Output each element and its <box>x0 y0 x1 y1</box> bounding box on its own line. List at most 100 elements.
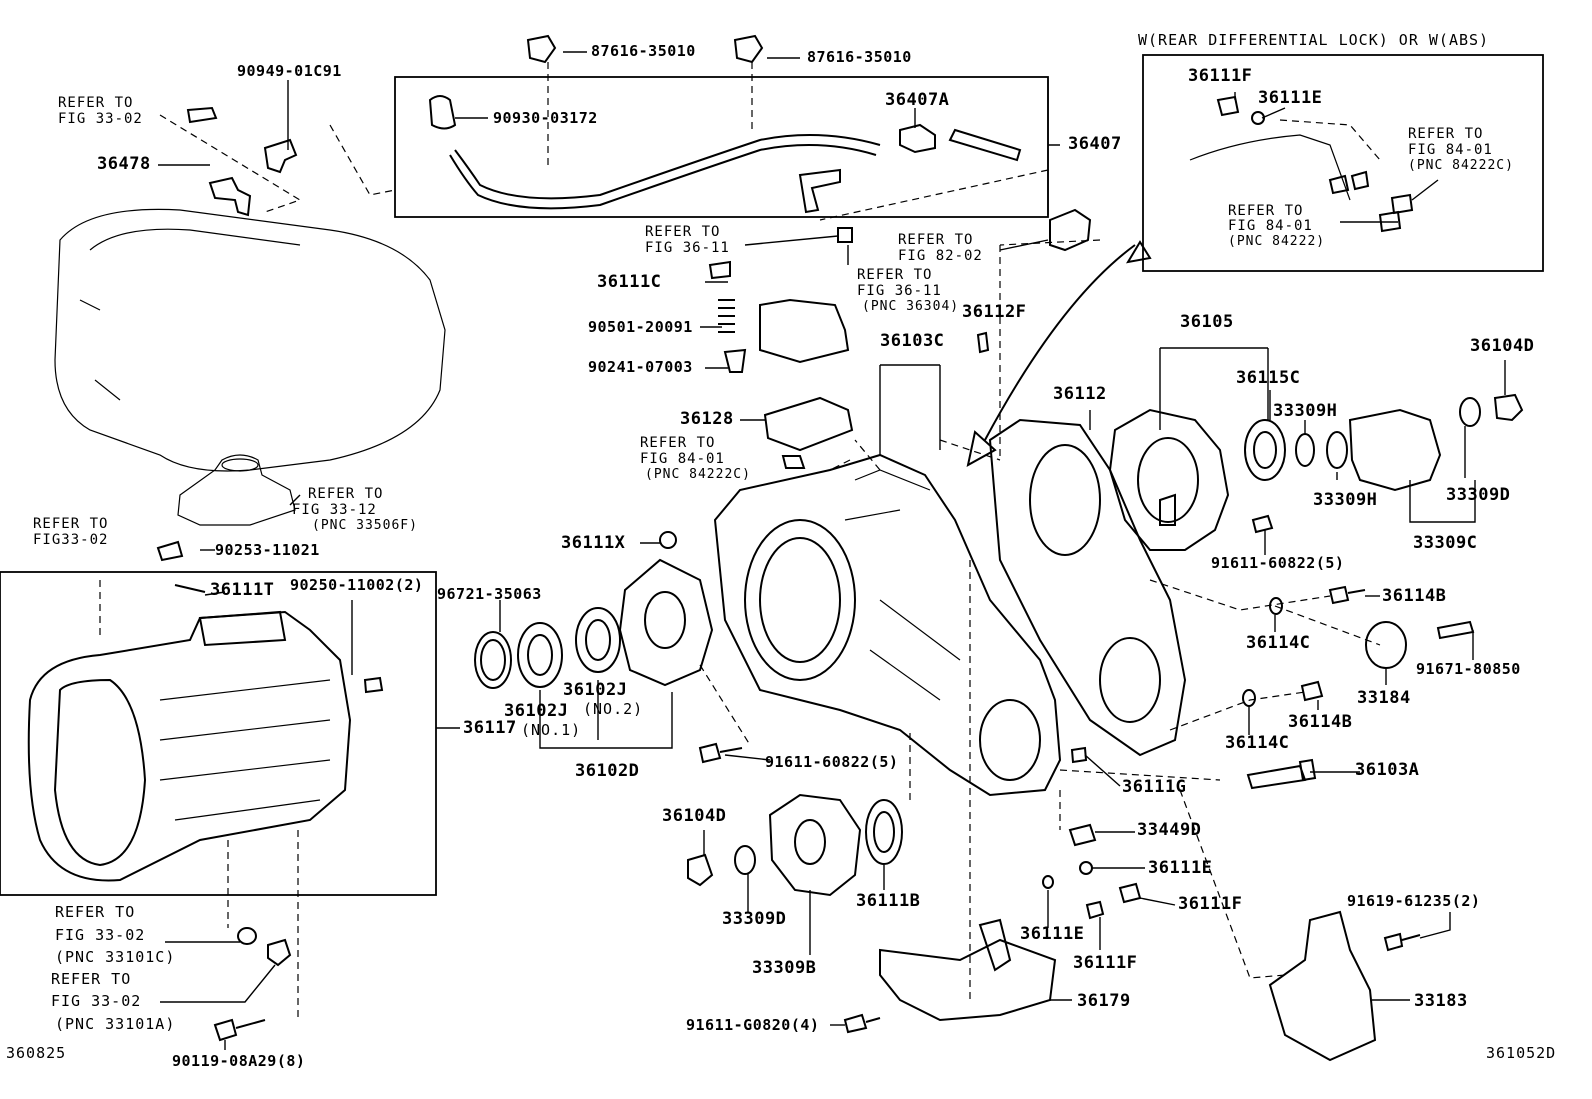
label-87616-b: 87616-35010 <box>807 48 912 66</box>
label-33309D-b: 33309D <box>722 909 787 929</box>
retainer-cover <box>618 558 714 687</box>
flange-33309C <box>1348 408 1442 492</box>
seal-33309H <box>1295 433 1315 467</box>
bolt-36111F-b <box>1085 900 1105 920</box>
inset-refer-1b: FIG 84-01 <box>1408 142 1493 158</box>
inset-label-36111F: 36111F <box>1188 66 1253 86</box>
footer-left-code: 360825 <box>6 1044 67 1062</box>
refer-82-02-1: REFER TO <box>898 232 974 248</box>
refer-84-01-1: REFER TO <box>640 435 716 451</box>
refer-33101C-2: FIG 33-02 <box>55 926 146 944</box>
footer-right-code: 361052D <box>1486 1044 1557 1062</box>
bearing-36115C <box>1244 419 1286 481</box>
label-36111E-b: 36111E <box>1020 924 1085 944</box>
label-36478: 36478 <box>97 154 151 174</box>
extension-housing-36117 <box>27 584 384 882</box>
label-36111X: 36111X <box>561 533 626 553</box>
refer-33-02-b1: REFER TO <box>33 516 109 532</box>
bolt-36103A <box>1246 758 1317 790</box>
label-36114C-b: 36114C <box>1225 733 1290 753</box>
skid-plate-36179 <box>879 938 1057 1022</box>
label-36102J-no2: 36102J <box>563 680 628 700</box>
clamp-90949 <box>263 138 298 174</box>
bracket-36478 <box>208 176 252 217</box>
bolt-36114B-a <box>1328 585 1366 605</box>
flange-33309B <box>768 793 862 897</box>
bolt-refer-84-01 <box>781 455 806 469</box>
leader-lines <box>158 51 1506 1050</box>
plug-33101C <box>237 927 257 945</box>
label-no2: (NO.2) <box>583 700 644 718</box>
bolt-refer-36-11 <box>837 227 853 243</box>
label-36104D-a: 36104D <box>1470 336 1535 356</box>
label-36104D-b: 36104D <box>662 806 727 826</box>
bolt-91611-a <box>1251 514 1274 534</box>
washer-36114C-a <box>1269 597 1283 615</box>
inset-label-36111E: 36111E <box>1258 88 1323 108</box>
label-33449D: 33449D <box>1137 820 1202 840</box>
bearing-36102J-no1 <box>517 622 563 688</box>
label-90250: 90250-11002(2) <box>290 576 424 594</box>
label-90253: 90253-11021 <box>215 541 320 559</box>
refer-33101C-3: (PNC 33101C) <box>55 948 176 966</box>
label-no1: (NO.1) <box>521 721 582 739</box>
bolt-36111F-a <box>1118 882 1142 904</box>
refer-33-12-3: (PNC 33506F) <box>312 518 418 533</box>
nut-36104D-b <box>687 853 714 887</box>
bearing-36102J-no2 <box>575 607 621 673</box>
label-90241: 90241-07003 <box>588 358 693 376</box>
refer-label-2: FIG 33-02 <box>58 111 143 127</box>
washer-36114C-b <box>1242 689 1256 707</box>
refer-label-1: REFER TO <box>58 95 134 111</box>
label-36111C: 36111C <box>597 272 662 292</box>
refer-36-11-b2: FIG 36-11 <box>857 283 942 299</box>
refer-84-01-3: (PNC 84222C) <box>645 467 751 482</box>
damper-33184 <box>1365 621 1407 669</box>
plug-36111X <box>659 531 677 549</box>
label-36179: 36179 <box>1077 991 1131 1011</box>
bolt-refer-33-02 <box>186 106 218 124</box>
label-36117: 36117 <box>463 718 517 738</box>
label-36102D: 36102D <box>575 761 640 781</box>
refer-33101A-1: REFER TO <box>51 970 132 988</box>
mount-33183 <box>1268 910 1377 1062</box>
nut-36104D <box>1493 393 1524 422</box>
label-91611-a: 91611-60822(5) <box>1211 554 1345 572</box>
plug-36111C <box>708 260 731 280</box>
transfer-case-front <box>713 453 1062 797</box>
label-36114B-a: 36114B <box>1382 586 1447 606</box>
transmission-housing <box>54 208 446 526</box>
seal-36111B <box>865 799 903 865</box>
pin-36111G <box>1070 746 1088 764</box>
label-33309H-a: 33309H <box>1273 401 1338 421</box>
inset-refer-1a: REFER TO <box>1408 126 1484 142</box>
label-36111T: 36111T <box>210 580 275 600</box>
label-90119: 90119-08A29(8) <box>172 1052 306 1070</box>
refer-33101A-2: FIG 33-02 <box>51 992 142 1010</box>
refer-36-11-a2: FIG 36-11 <box>645 240 730 256</box>
washer-33309D-b <box>734 845 756 875</box>
inset-box <box>1142 54 1544 272</box>
seal-96721 <box>474 631 512 689</box>
inset-refer-1c: (PNC 84222C) <box>1408 158 1514 173</box>
label-33309B: 33309B <box>752 958 817 978</box>
inset-refer-2a: REFER TO <box>1228 203 1304 219</box>
label-36102J-no1: 36102J <box>504 701 569 721</box>
label-91611-c: 91611-G0820(4) <box>686 1016 820 1034</box>
bracket-82-02 <box>1049 208 1092 252</box>
inset-arrow <box>984 244 1136 441</box>
refer-33101A-3: (PNC 33101A) <box>55 1015 176 1033</box>
label-90501: 90501-20091 <box>588 318 693 336</box>
plug-36111E-b <box>1042 875 1054 889</box>
label-36111B: 36111B <box>856 891 921 911</box>
label-36128: 36128 <box>680 409 734 429</box>
refer-36-11-a1: REFER TO <box>645 224 721 240</box>
label-33184: 33184 <box>1357 688 1411 708</box>
label-33309D-a: 33309D <box>1446 485 1511 505</box>
label-96721: 96721-35063 <box>437 585 542 603</box>
seal-33309H-b <box>1326 431 1348 469</box>
label-33309C: 33309C <box>1413 533 1478 553</box>
gasket-36128 <box>763 396 854 452</box>
